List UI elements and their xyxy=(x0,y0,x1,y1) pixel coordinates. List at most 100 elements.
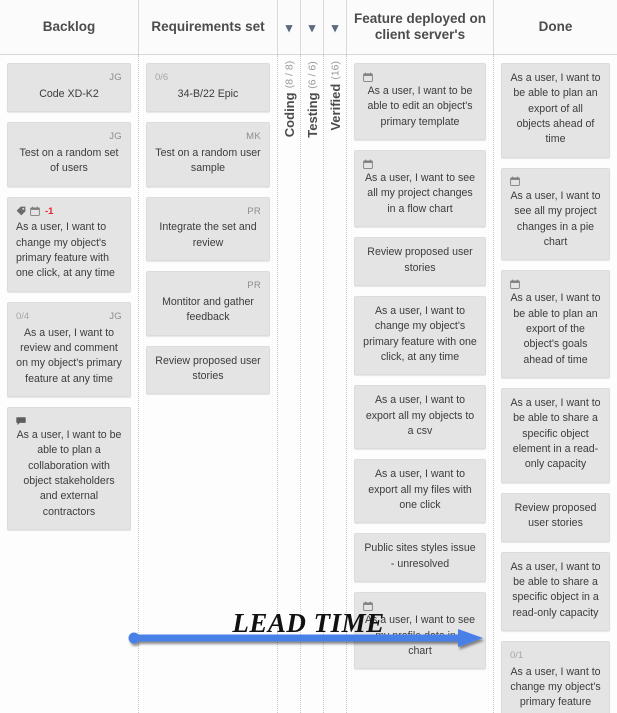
card-assignee-initials[interactable]: PR xyxy=(247,280,261,292)
kanban-card[interactable]: JG Test on a random set of users xyxy=(7,122,131,187)
kanban-card[interactable]: PR Integrate the set and review xyxy=(146,196,270,262)
card-assignee-initials[interactable]: PR xyxy=(247,205,261,217)
kanban-card[interactable]: 0/1 As a user, I want to change my object… xyxy=(501,640,610,713)
collapsed-label-coding: Coding (8 / 8) xyxy=(282,61,297,137)
card-meta xyxy=(16,415,122,426)
kanban-card[interactable]: Review proposed user stories xyxy=(146,345,270,395)
card-title: As a user, I want to change my object's … xyxy=(16,221,115,280)
card-title: As a user, I want to be able to plan a c… xyxy=(16,429,122,518)
calendar-icon xyxy=(510,176,520,187)
card-title: As a user, I want to review and comment … xyxy=(16,326,122,385)
kanban-card[interactable]: 0/6 34-B/22 Epic xyxy=(146,63,270,113)
card-title: As a user, I want to be able to plan an … xyxy=(510,292,601,366)
board-header: Backlog Requirements set ▾ ▾ ▾ Feature d… xyxy=(0,0,617,55)
kanban-card[interactable]: Review proposed user stories xyxy=(354,237,486,286)
card-assignee-initials[interactable]: MK xyxy=(246,131,261,143)
card-assignee-initials[interactable]: JG xyxy=(109,131,122,143)
kanban-card[interactable]: As a user, I want to see all my project … xyxy=(501,167,610,261)
chevron-down-icon[interactable]: ▾ xyxy=(308,19,316,35)
column-body-verified[interactable]: Verified (16) xyxy=(324,55,347,713)
card-title: 34-B/22 Epic xyxy=(177,87,239,100)
card-title: As a user, I want to be able to share a … xyxy=(510,560,601,619)
card-title: Code XD-K2 xyxy=(39,87,99,100)
kanban-card[interactable]: As a user, I want to see my profile data… xyxy=(354,592,486,670)
column-title: Testing xyxy=(304,92,320,138)
card-meta: 0/1 xyxy=(510,649,601,663)
column-title: Done xyxy=(538,19,573,35)
kanban-card[interactable]: Review proposed user stories xyxy=(501,492,610,542)
card-assignee-initials[interactable]: JG xyxy=(109,72,122,83)
card-checklist-counter: 0/1 xyxy=(510,649,524,661)
column-count: (16) xyxy=(329,61,341,80)
column-header-verified[interactable]: ▾ xyxy=(324,0,347,54)
card-meta: JG xyxy=(16,71,122,85)
card-meta: JG xyxy=(16,130,122,144)
kanban-card[interactable]: As a user, I want to be able to edit an … xyxy=(354,63,486,141)
kanban-card[interactable]: PR Montitor and gather feedback xyxy=(146,271,270,336)
kanban-card[interactable]: 0/4 JG As a user, I want to review and com… xyxy=(7,301,131,398)
kanban-card[interactable]: As a user, I want to be able to plan an … xyxy=(501,63,610,158)
card-title: As a user, I want to be able to plan an … xyxy=(510,72,601,146)
card-meta: PR xyxy=(155,205,261,219)
card-checklist-counter: 0/4 xyxy=(16,310,30,322)
kanban-card[interactable]: As a user, I want to export all my files… xyxy=(354,459,486,524)
card-title: Review proposed user stories xyxy=(367,246,473,274)
column-body-testing[interactable]: Testing (6 / 6) xyxy=(301,55,324,713)
card-title: Review proposed user stories xyxy=(155,354,261,382)
card-title: As a user, I want to change my object's … xyxy=(363,304,477,363)
kanban-card[interactable]: MK Test on a random user sample xyxy=(146,122,270,187)
chevron-down-icon[interactable]: ▾ xyxy=(331,19,339,35)
column-header-coding[interactable]: ▾ xyxy=(278,0,301,54)
column-header-feature-deployed[interactable]: Feature deployed on client server's xyxy=(347,0,494,54)
card-title: Montitor and gather feedback xyxy=(162,295,254,324)
card-title: As a user, I want to be able to share a … xyxy=(510,397,601,471)
column-title: Feature deployed on client server's xyxy=(353,11,487,42)
kanban-card[interactable]: As a user, I want to export all my objec… xyxy=(354,385,486,450)
column-header-backlog[interactable]: Backlog xyxy=(0,0,139,54)
card-assignee-initials[interactable]: JG xyxy=(109,310,122,322)
column-body-feature-deployed[interactable]: As a user, I want to be able to edit an … xyxy=(347,55,494,713)
calendar-icon xyxy=(510,279,520,289)
kanban-card[interactable]: As a user, I want to be able to share a … xyxy=(501,388,610,483)
card-title: Test on a random set of users xyxy=(19,146,119,175)
card-title: As a user, I want to change my object's … xyxy=(510,665,601,713)
column-title: Verified xyxy=(327,83,343,131)
card-title: Integrate the set and review xyxy=(159,221,257,249)
card-title: As a user, I want to export all my files… xyxy=(368,468,472,512)
kanban-card[interactable]: As a user, I want to change my object's … xyxy=(354,295,486,376)
column-body-done[interactable]: As a user, I want to be able to plan an … xyxy=(494,55,617,713)
calendar-icon xyxy=(363,72,373,82)
card-meta xyxy=(363,600,477,611)
column-count: (8 / 8) xyxy=(283,61,295,89)
kanban-card[interactable]: As a user, I want to be able to plan an … xyxy=(501,270,610,379)
comment-icon xyxy=(16,416,26,426)
kanban-card[interactable]: Public sites styles issue - unresolved xyxy=(354,533,486,583)
card-title: As a user, I want to be able to edit an … xyxy=(367,85,473,128)
tag-icon xyxy=(16,206,26,216)
column-title: Coding xyxy=(281,92,297,138)
card-checklist-counter: 0/6 xyxy=(155,72,169,83)
column-header-requirements-set[interactable]: Requirements set xyxy=(139,0,278,54)
calendar-icon xyxy=(363,159,373,169)
chevron-down-icon[interactable]: ▾ xyxy=(285,19,293,35)
column-count: (6 / 6) xyxy=(306,61,318,89)
column-body-coding[interactable]: Coding (8 / 8) xyxy=(278,55,301,713)
card-title: As a user, I want to see all my project … xyxy=(364,172,476,215)
kanban-card[interactable]: JG Code XD-K2 xyxy=(7,63,131,113)
kanban-card[interactable]: As a user, I want to be able to plan a c… xyxy=(7,407,131,531)
card-title: As a user, I want to see my profile data… xyxy=(364,614,476,657)
card-title: Test on a random user sample xyxy=(155,146,261,175)
card-meta xyxy=(363,158,477,169)
column-title: Backlog xyxy=(42,19,96,35)
column-header-done[interactable]: Done xyxy=(494,0,617,54)
column-header-testing[interactable]: ▾ xyxy=(301,0,324,54)
card-meta: 0/6 xyxy=(155,71,261,85)
kanban-card[interactable]: As a user, I want to see all my project … xyxy=(354,150,486,228)
card-title: Public sites styles issue - unresolved xyxy=(364,542,476,570)
kanban-card[interactable]: As a user, I want to be able to share a … xyxy=(501,551,610,631)
card-meta: MK xyxy=(155,130,261,144)
